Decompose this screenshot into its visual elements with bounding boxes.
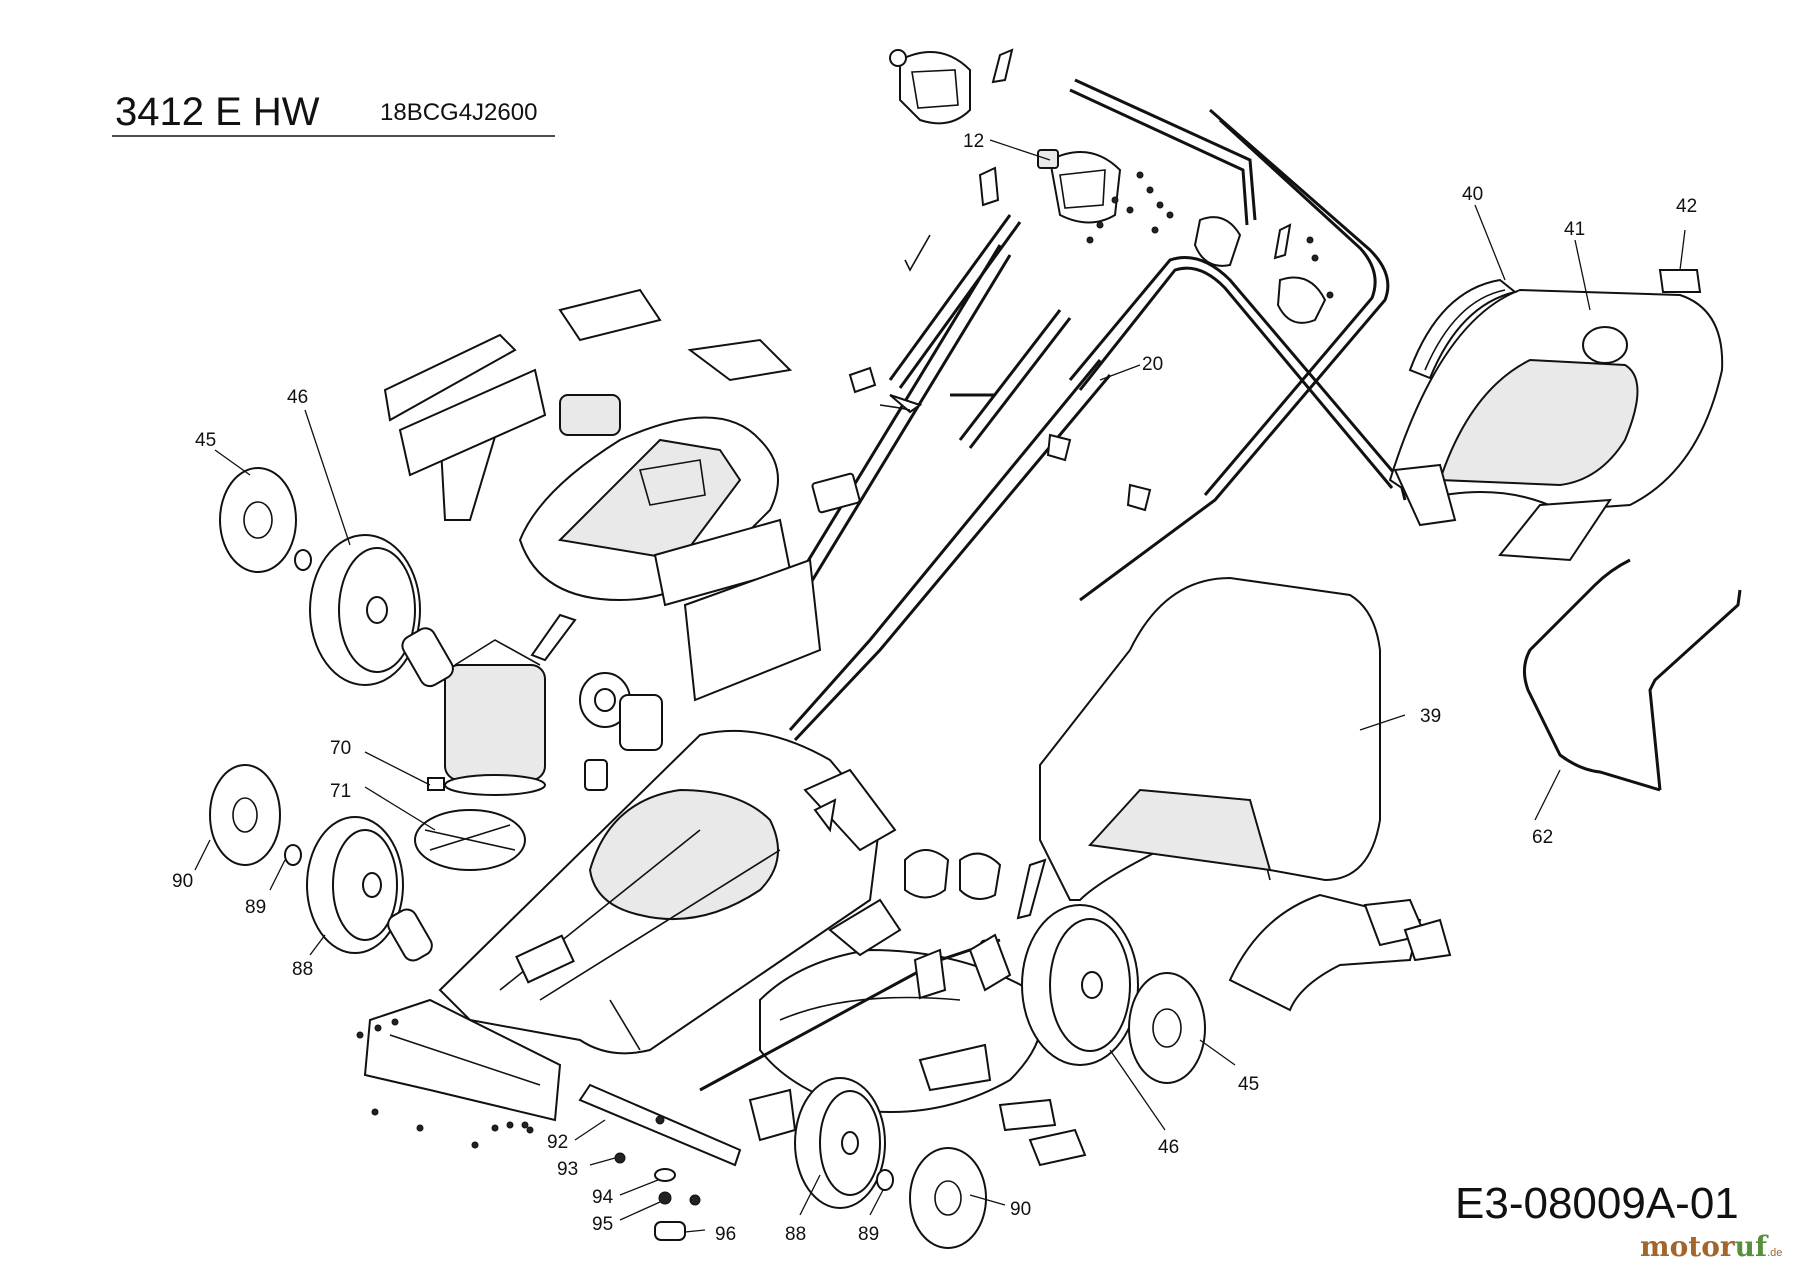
callout-62: 62 <box>1532 827 1553 848</box>
wheel-axle-bushing <box>387 908 433 962</box>
callout-96: 96 <box>715 1224 736 1245</box>
key-insert <box>811 472 861 514</box>
wheel-rear-left-hub-cap <box>219 467 297 573</box>
motor-bearing-parts <box>530 613 663 791</box>
grass-bag-top <box>1388 288 1724 562</box>
callout-20: 20 <box>1142 354 1163 375</box>
handle-knobs <box>889 393 1152 512</box>
callout-94: 94 <box>592 1187 614 1208</box>
wheel-front-right-hub-cap <box>909 1147 987 1249</box>
switch-box-lower <box>1037 149 1122 224</box>
callout-89-right: 89 <box>858 1224 879 1245</box>
washer <box>284 844 302 866</box>
callout-88-left: 88 <box>292 959 313 980</box>
svg-text:motoruf.de: motoruf.de <box>1640 1230 1782 1263</box>
wheel-axle-bushing <box>401 627 454 688</box>
callout-46-left: 46 <box>287 387 308 408</box>
callout-90-left: 90 <box>172 871 193 892</box>
cable-clip-parts <box>978 166 1327 324</box>
callout-92: 92 <box>547 1132 568 1153</box>
callout-46-right: 46 <box>1158 1137 1179 1158</box>
callout-12: 12 <box>963 131 984 152</box>
label-plate <box>1658 269 1702 293</box>
callout-88-right: 88 <box>785 1224 806 1245</box>
callout-41: 41 <box>1564 219 1585 240</box>
grass-bag-handle <box>1408 278 1518 380</box>
wheel-front-left <box>306 816 404 954</box>
callout-93: 93 <box>557 1159 578 1180</box>
callout-71: 71 <box>330 781 351 802</box>
blade <box>578 1083 742 1167</box>
model-code: 18BCG4J2600 <box>380 99 537 126</box>
wheel-front-right <box>794 1077 886 1209</box>
callout-45-right: 45 <box>1238 1074 1259 1095</box>
grass-bag-frame <box>1523 558 1742 792</box>
callout-42: 42 <box>1676 196 1697 217</box>
switch-box-upper <box>889 48 1014 125</box>
screws-top <box>1086 171 1334 299</box>
grass-bag <box>1039 576 1381 901</box>
cable-rods <box>888 214 1072 449</box>
rear-flap-deflector <box>363 998 562 1122</box>
mower-deck <box>438 729 882 1055</box>
model-title: 3412 E HW <box>115 90 320 134</box>
motor <box>444 639 546 796</box>
callout-45-left: 45 <box>195 430 216 451</box>
washer <box>876 1169 894 1191</box>
washer <box>294 549 312 571</box>
motor-clip <box>427 777 445 791</box>
deck-rear-bracket <box>803 768 897 852</box>
upper-handle <box>1068 108 1407 602</box>
callout-95: 95 <box>592 1214 613 1235</box>
motoruf-watermark-logo: motoruf.de <box>1640 1230 1782 1263</box>
wheel-rear-right <box>1021 904 1139 1066</box>
wheel-rear-right-hub-cap <box>1128 972 1206 1084</box>
callout-89-left: 89 <box>245 897 266 918</box>
wheel-rear-left <box>309 534 421 686</box>
screws-deck <box>356 1018 534 1149</box>
callout-90-right: 90 <box>1010 1199 1031 1220</box>
fan-blade <box>414 809 526 871</box>
grass-bag-flap <box>1228 893 1452 1012</box>
callout-39: 39 <box>1420 706 1441 727</box>
callout-70: 70 <box>330 738 351 759</box>
document-number: E3-08009A-01 <box>1455 1179 1739 1228</box>
callout-leaders <box>194 139 1686 1233</box>
power-cable-plug <box>848 234 931 411</box>
wheel-front-left-hub-cap <box>209 764 281 866</box>
callout-numbers: 12 20 39 40 41 42 45 46 45 62 70 71 90 8… <box>172 131 1697 1245</box>
blade-fixings <box>614 1152 701 1241</box>
handle-tube <box>1069 78 1257 226</box>
air-filter-grilles <box>383 333 822 702</box>
deck-small-parts <box>748 898 1087 1167</box>
callout-40: 40 <box>1462 184 1483 205</box>
